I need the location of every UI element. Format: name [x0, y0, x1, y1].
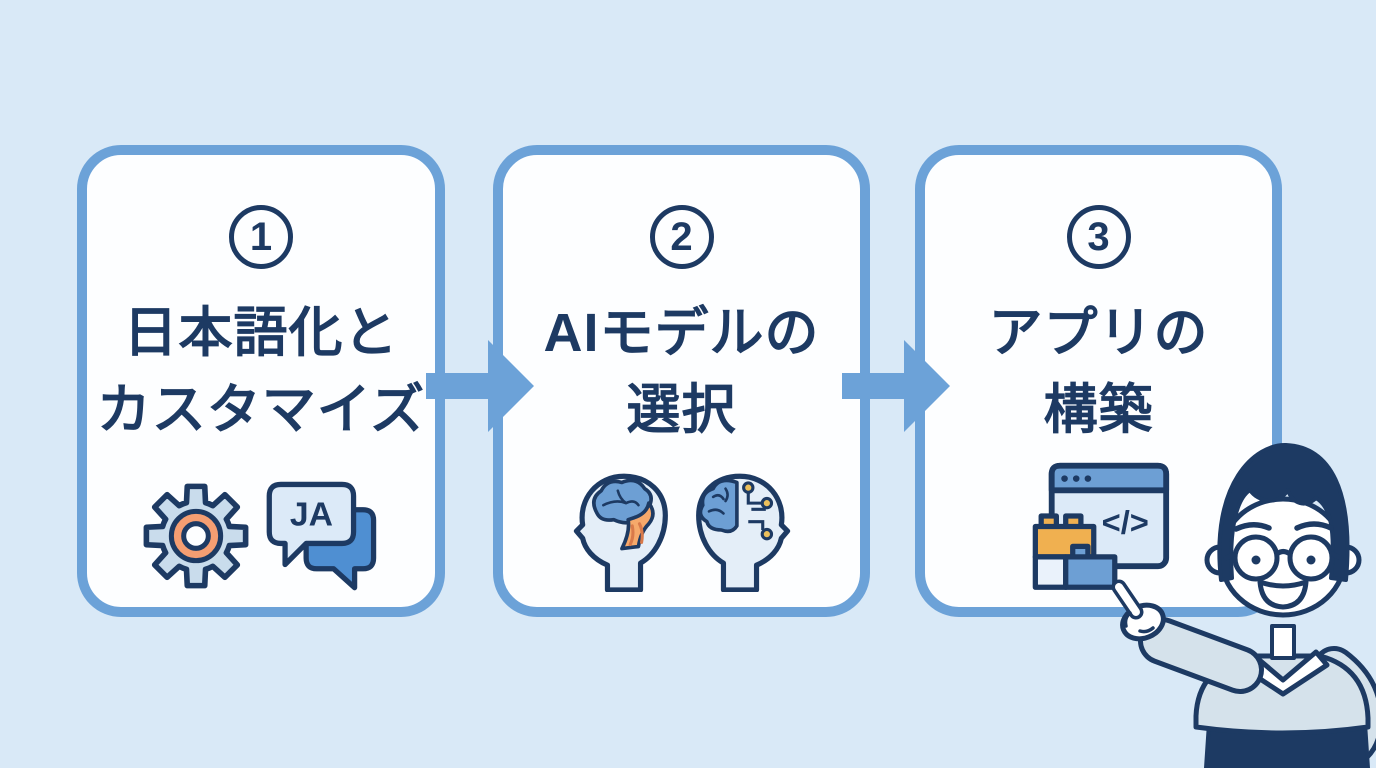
person-hair — [1217, 442, 1350, 582]
step-3-number: 3 — [1087, 214, 1110, 259]
ja-badge-label: JA — [290, 496, 333, 534]
step-1-title-line1: 日本語化と — [123, 303, 399, 363]
step-card-2: 2 AIモデルの 選択 — [493, 145, 870, 617]
person-head — [1204, 442, 1362, 618]
step-2-number-badge: 2 — [649, 205, 714, 269]
step-card-3: 3 アプリの 構築 </> — [915, 145, 1282, 617]
step-1-title: 日本語化と カスタマイズ — [97, 295, 425, 449]
step-3-title-line2: 構築 — [1043, 380, 1154, 440]
brain-head-icon — [573, 473, 668, 592]
step-2-title-line1: AIモデルの — [543, 303, 820, 363]
step-2-title: AIモデルの 選択 — [544, 295, 820, 449]
code-glyph-label: </> — [1101, 504, 1148, 541]
gear-icon — [143, 483, 249, 589]
step-1-number: 1 — [249, 214, 273, 259]
person-mouth — [1257, 579, 1309, 610]
step-3-title-line1: アプリの — [988, 303, 1209, 363]
person-eyebrows — [1233, 521, 1334, 532]
pointing-hand — [1111, 579, 1166, 642]
step-3-title: アプリの 構築 — [989, 295, 1209, 449]
step-1-number-badge: 1 — [229, 205, 293, 269]
arrow-right-icon — [426, 340, 534, 432]
step-2-title-line2: 選択 — [626, 380, 737, 440]
step-3-number-badge: 3 — [1066, 205, 1131, 269]
arrow-right-icon — [842, 340, 950, 432]
step-3-icons: </> — [1026, 461, 1172, 592]
glasses-icon — [1223, 534, 1344, 582]
step-1-title-line2: カスタマイズ — [96, 380, 426, 440]
ja-chat-bubbles-icon: JA — [266, 481, 377, 591]
app-window-blocks-icon: </> — [1032, 462, 1169, 590]
step-card-1: 1 日本語化と カスタマイズ JA — [77, 145, 445, 617]
step-2-number: 2 — [670, 214, 693, 259]
person-pointing-illustration — [1111, 442, 1376, 768]
person-neck — [1270, 624, 1296, 660]
step-1-icons: JA — [140, 478, 382, 592]
circuit-brain-head-icon — [695, 473, 790, 592]
step-2-icons — [572, 468, 792, 592]
